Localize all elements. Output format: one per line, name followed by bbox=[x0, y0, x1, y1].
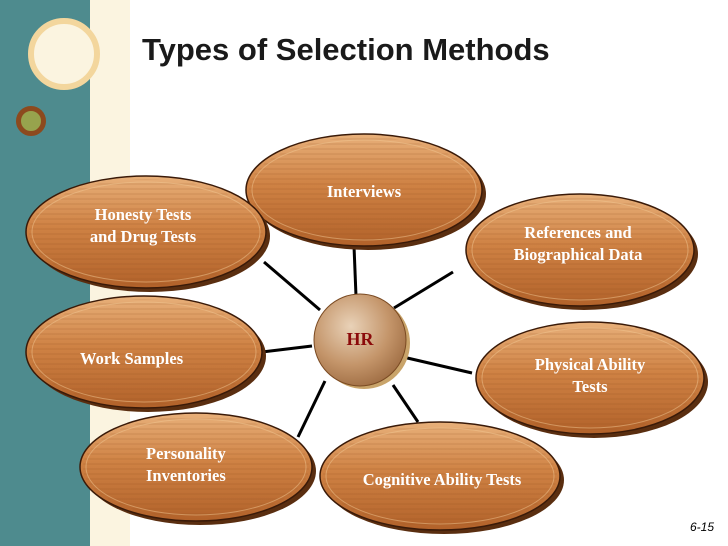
decorative-ring bbox=[28, 18, 100, 90]
label-cognitive-line-1: Cognitive Ability Tests bbox=[363, 470, 522, 489]
oval-honesty: Honesty Tests and Drug Tests bbox=[25, 175, 270, 292]
label-honesty-line-1: Honesty Tests bbox=[95, 205, 192, 224]
connector-physical bbox=[402, 355, 473, 375]
oval-interviews: Interviews bbox=[245, 133, 486, 250]
label-personality-line-2: Inventories bbox=[146, 466, 226, 485]
label-interviews-line-1: Interviews bbox=[327, 182, 402, 201]
connector-lines bbox=[261, 245, 473, 438]
label-references-line-2: Biographical Data bbox=[514, 245, 643, 264]
label-personality-line-1: Personality bbox=[146, 444, 226, 463]
connector-interviews bbox=[352, 245, 358, 297]
connector-honesty bbox=[263, 260, 321, 312]
connector-personality bbox=[296, 380, 327, 438]
oval-cognitive: Cognitive Ability Tests bbox=[319, 421, 564, 534]
label-physical-line-2: Tests bbox=[572, 377, 608, 396]
hub-circle bbox=[313, 293, 407, 387]
label-physical-line-1: Physical Ability bbox=[535, 355, 646, 374]
slide-title: Types of Selection Methods bbox=[142, 32, 550, 67]
label-references-line-1: References and bbox=[524, 223, 631, 242]
oval-work-samples: Work Samples bbox=[25, 295, 266, 412]
hr-hub: HR bbox=[313, 293, 410, 389]
connector-cognitive bbox=[391, 384, 420, 423]
connector-work-samples bbox=[261, 344, 313, 354]
slide-number: 6-15 bbox=[689, 520, 714, 534]
connector-references bbox=[393, 270, 454, 310]
label-work-samples-line-1: Work Samples bbox=[80, 349, 184, 368]
decorative-dot bbox=[16, 106, 46, 136]
hub-label: HR bbox=[347, 329, 375, 349]
label-honesty-line-2: and Drug Tests bbox=[90, 227, 197, 246]
